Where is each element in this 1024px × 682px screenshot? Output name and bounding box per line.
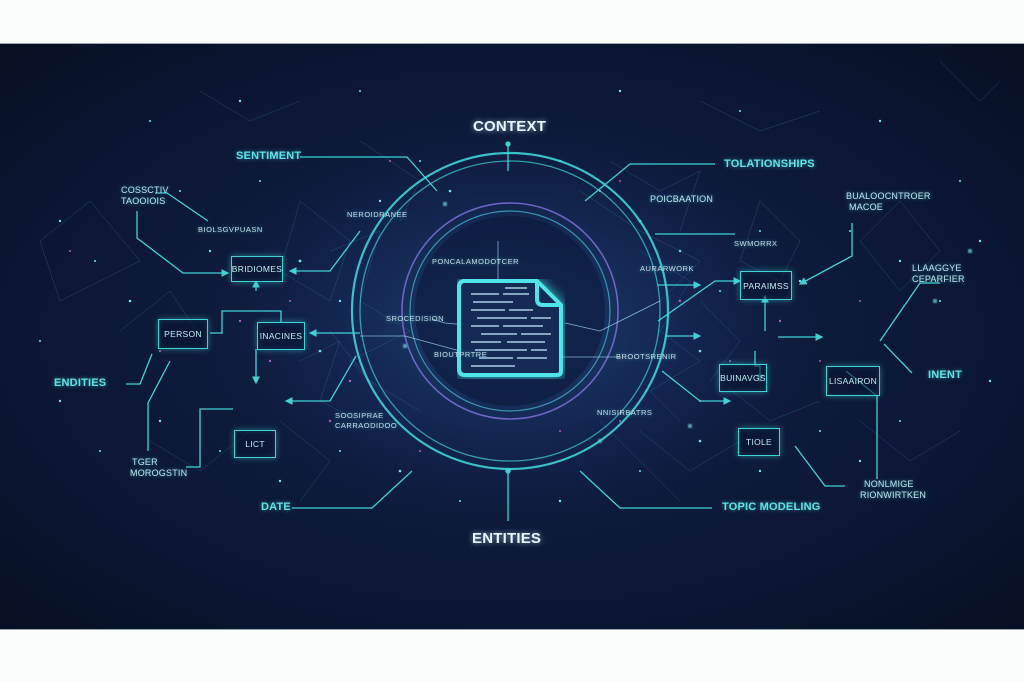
sentiment-label: SENTIMENT xyxy=(236,150,302,162)
small-label-left-mid: BIOLSGVPUASN xyxy=(198,225,263,234)
upper-mid-right-label: POICBAATION xyxy=(650,194,714,204)
small-label-ring-left: SROCEDISION xyxy=(386,314,445,323)
document-icon xyxy=(457,279,565,379)
small-label-right-mid: AURARWORK xyxy=(640,264,694,273)
diagram-panel: CONTEXT ENTITIES SENTIMENT TOLATIONSHIPS… xyxy=(0,43,1024,630)
entities-title: ENTITIES xyxy=(472,530,542,547)
small-label-right-upper: SWMORRX xyxy=(734,239,778,248)
date-label: DATE xyxy=(261,501,291,513)
box-inacines[interactable]: INACINES xyxy=(257,322,305,350)
box-person[interactable]: PERSON xyxy=(158,319,208,349)
intent-label: INENT xyxy=(928,369,962,381)
box-buildings[interactable]: BUINAVGS xyxy=(719,364,767,392)
top-right-label: BUALOOCNTROER MACOE xyxy=(846,191,931,212)
bottom-right-label: NONLMIGE RIONWIRTKEN xyxy=(860,479,927,500)
box-list[interactable]: LICT xyxy=(234,430,276,458)
small-label-ring-lower-left: SOOSIPRAE CARRAODIDOO xyxy=(335,411,398,430)
small-label-ring-right: BROOTSRENIR xyxy=(616,352,677,361)
entities-side-label: ENDITIES xyxy=(54,377,107,389)
box-location[interactable]: LISAAIRON xyxy=(826,366,880,396)
top-left-label: COSSCTIV TAOOIOIS xyxy=(121,185,169,206)
right-label: LLAAGGYE CEPARFIER xyxy=(912,263,965,284)
small-label-left-upper: NEROIDRANEE xyxy=(347,210,408,219)
small-label-ring-top: PONCALAMODOTCER xyxy=(432,257,520,266)
small-label-ring-left-low: BIOUTPRTRE xyxy=(434,350,488,359)
context-label: CONTEXT xyxy=(473,118,547,135)
relationships-label: TOLATIONSHIPS xyxy=(724,158,815,170)
bottom-left-label: TGER MOROGSTIN xyxy=(130,457,188,478)
topic-modeling-label: TOPIC MODELING xyxy=(722,501,821,513)
box-parameters[interactable]: PARAIMSS xyxy=(740,271,792,300)
small-label-ring-lower-right: NNISIRBATRS xyxy=(597,408,653,417)
box-bridomes[interactable]: BRIDIOMES xyxy=(231,256,283,282)
box-title[interactable]: TIOLE xyxy=(738,428,780,456)
